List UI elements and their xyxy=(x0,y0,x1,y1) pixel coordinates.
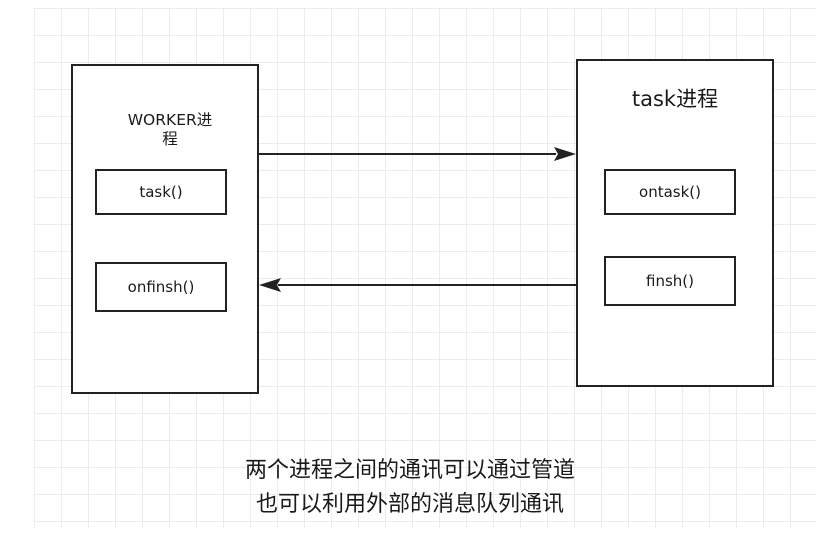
caption-line-2: 也可以利用外部的消息队列通讯 xyxy=(255,492,564,517)
onfinsh-function-box: onfinsh() xyxy=(95,262,227,312)
task-function-box: task() xyxy=(95,169,227,215)
worker-process-title: WORKER进程 xyxy=(127,111,213,149)
finsh-function-box: finsh() xyxy=(604,256,736,306)
task-process-title: task进程 xyxy=(631,87,719,111)
caption-line-1: 两个进程之间的通讯可以通过管道 xyxy=(244,458,575,483)
task-process-box xyxy=(576,59,774,387)
ontask-function-box: ontask() xyxy=(604,169,736,215)
worker-process-box xyxy=(71,64,259,394)
